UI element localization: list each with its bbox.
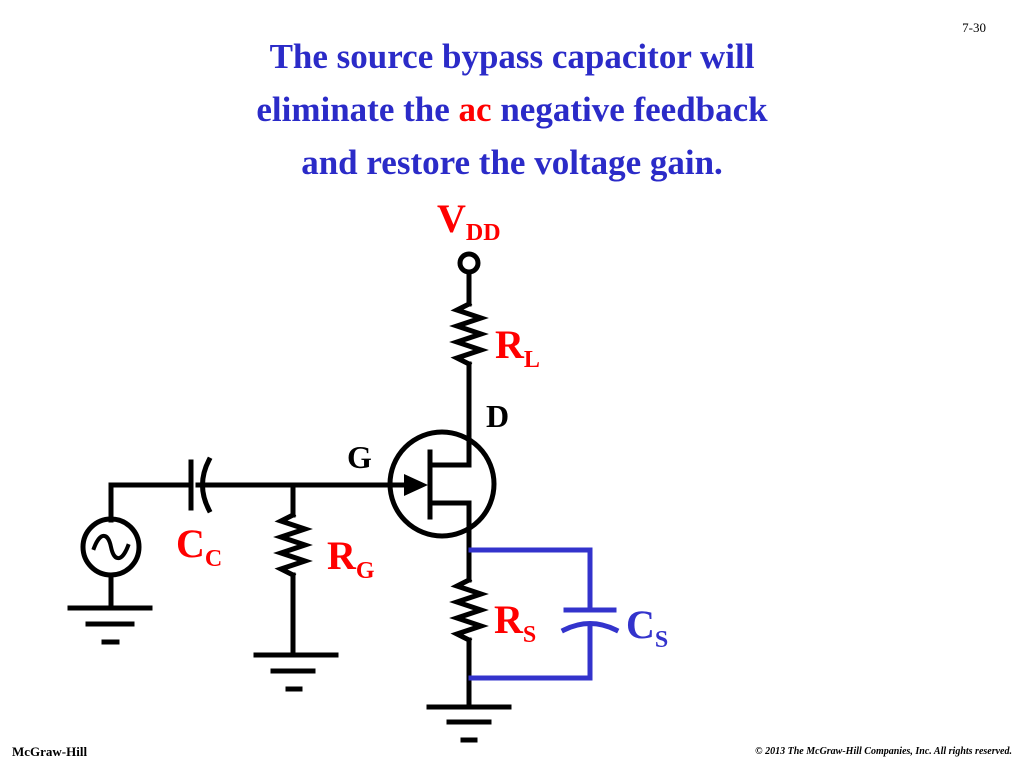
title-line-2-start: eliminate the: [256, 90, 459, 129]
copyright-notice: © 2013 The McGraw-Hill Companies, Inc. A…: [755, 746, 1012, 757]
drain-label: D: [486, 398, 509, 434]
jfet-gate-arrow: [404, 474, 428, 496]
cs-top-wire: [468, 547, 593, 611]
cc-plate-right: [200, 456, 213, 514]
title-line-3: and restore the voltage gain.: [301, 143, 723, 182]
rs-label: RS: [494, 597, 536, 648]
ac-source-wave: [91, 533, 131, 561]
cc-label: CC: [176, 521, 222, 572]
rl-label: RL: [495, 322, 540, 373]
slide-title: The source bypass capacitor will elimina…: [0, 30, 1024, 189]
rg-label: RG: [327, 533, 375, 584]
gate-label: G: [347, 439, 372, 475]
title-accent-ac: ac: [458, 90, 492, 129]
input-wire: [108, 482, 193, 523]
title-line-2-end: negative feedback: [491, 90, 768, 129]
title-line-1: The source bypass capacitor will: [269, 37, 755, 76]
vdd-terminal: [457, 251, 481, 275]
cs-bottom-wire: [468, 621, 593, 681]
vdd-label: VDD: [437, 196, 501, 246]
publisher-label: McGraw-Hill: [12, 744, 88, 759]
rl-resistor: [449, 300, 489, 368]
cs-label: CS: [626, 602, 668, 653]
slide-number: 7-30: [962, 20, 986, 35]
title-line-2: eliminate the ac negative feedback: [0, 83, 1024, 136]
rs-resistor: [449, 576, 489, 644]
rg-resistor: [273, 511, 313, 579]
